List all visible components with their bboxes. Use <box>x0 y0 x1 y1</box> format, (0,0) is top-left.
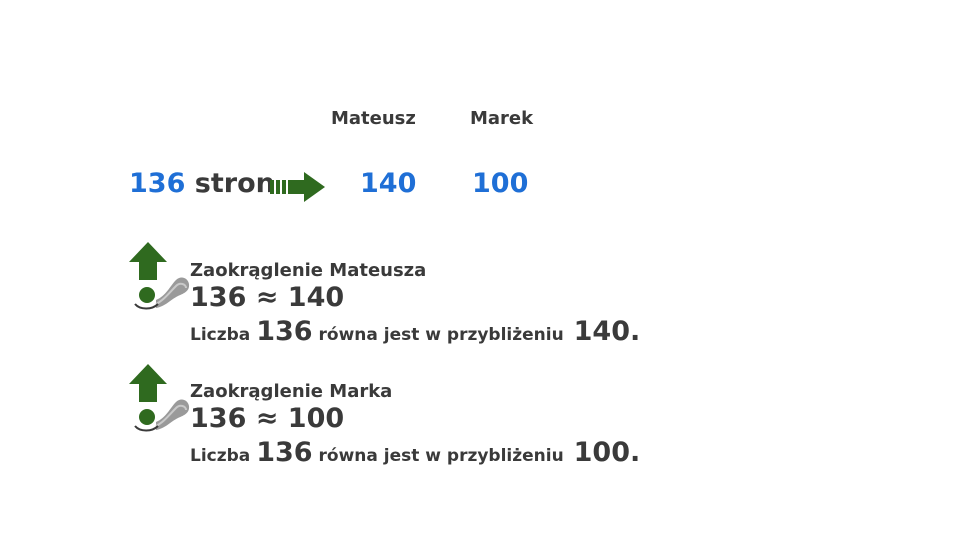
rounding-up-icon <box>129 242 190 310</box>
sentence-middle: równa jest w przybliżeniu <box>318 446 564 466</box>
sentence-number: 136 <box>256 316 313 347</box>
sentence-result: 100. <box>573 437 641 468</box>
section-formula-marek: 136 ≈ 100 <box>190 403 345 434</box>
pages-value: 136 <box>129 168 186 199</box>
sentence-prefix: Liczba <box>190 325 251 345</box>
pages-unit: stron <box>194 168 275 199</box>
section-sentence-mateusz: Liczba 136 równa jest w przybliżeniu 140… <box>190 316 640 347</box>
column-header-marek: Marek <box>470 108 534 129</box>
rounding-up-icon <box>129 364 190 432</box>
section-title-marek: Zaokrąglenie Marka <box>190 381 393 402</box>
sentence-result: 140. <box>573 316 641 347</box>
section-title-mateusz: Zaokrąglenie Mateusza <box>190 260 427 281</box>
sentence-number: 136 <box>256 437 313 468</box>
mateusz-value: 140 <box>360 168 417 199</box>
sentence-middle: równa jest w przybliżeniu <box>318 325 564 345</box>
section-sentence-marek: Liczba 136 równa jest w przybliżeniu 100… <box>190 437 640 468</box>
sentence-prefix: Liczba <box>190 446 251 466</box>
marek-value: 100 <box>472 168 529 199</box>
pages-label: 136 stron <box>129 168 275 199</box>
column-header-mateusz: Mateusz <box>331 108 416 129</box>
right-arrow-icon <box>270 172 325 202</box>
section-formula-mateusz: 136 ≈ 140 <box>190 282 345 313</box>
